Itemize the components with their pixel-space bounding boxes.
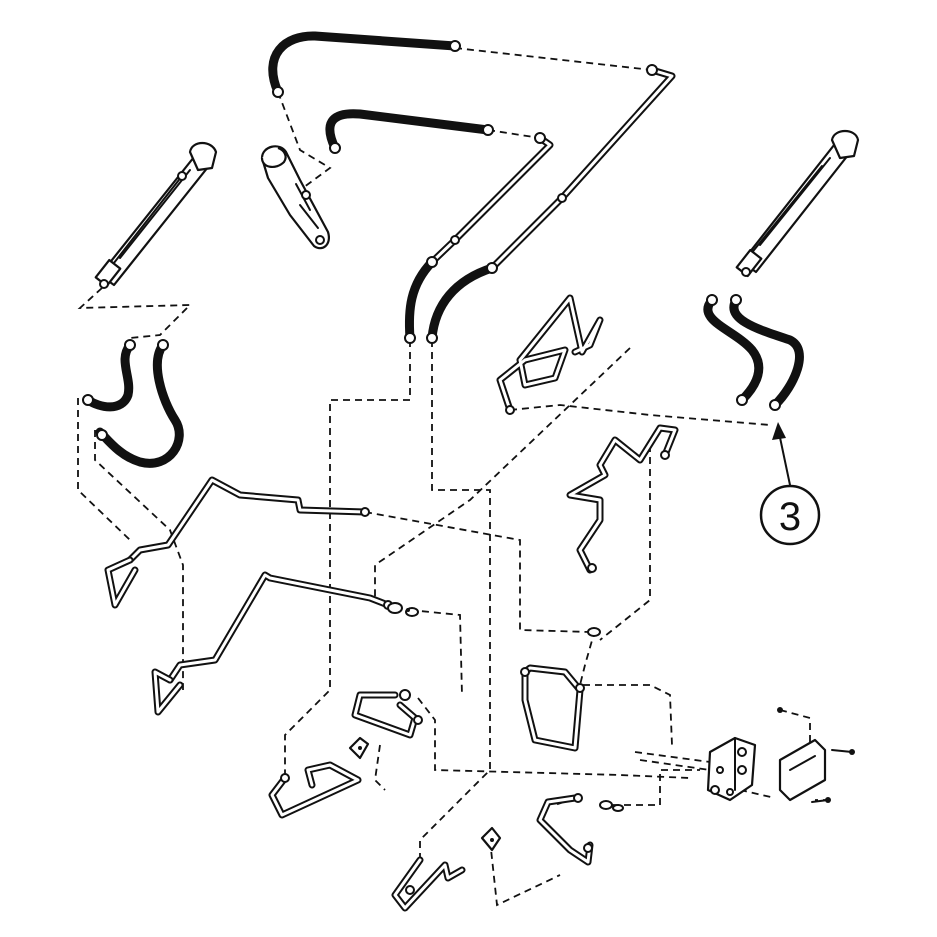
left-hydraulic-cylinder-icon [94,141,218,289]
control-valve-icon [706,736,757,802]
left-tube-upper [126,476,370,564]
bottom-fitting [480,826,502,852]
callout-3-label: 3 [779,495,801,539]
right-hoses [703,294,804,411]
bottom-zigzag-left [391,856,466,912]
mounting-bolts-icon [777,707,855,803]
center-hoses [404,256,498,344]
center-zigzag-tube-upper [496,294,604,415]
left-tube-lower [166,571,393,684]
right-hydraulic-cylinder-icon [735,129,860,278]
bottom-small-fittings [599,800,624,812]
valve-handle-icon [260,145,330,250]
callout-3: 3 [759,422,821,546]
top-tube-short [428,132,554,266]
mounting-bracket-icon [778,738,827,802]
dashed-connection-lines [77,47,830,907]
left-hoses [82,339,184,468]
lower-center-tube [520,664,585,752]
center-zigzag-tube-lower [566,424,679,574]
left-tube-lower-end-loop [151,668,184,716]
top-hose-long [268,31,461,98]
lower-left-tube-bracket [351,689,423,739]
top-hose-short [325,109,494,154]
center-fittings [387,602,601,637]
lower-left-zigzag [268,761,362,819]
small-fitting-left [348,736,370,760]
left-tube-upper-end-loop [104,556,139,609]
bottom-right-tube [536,793,594,866]
top-tube-long [488,64,676,272]
